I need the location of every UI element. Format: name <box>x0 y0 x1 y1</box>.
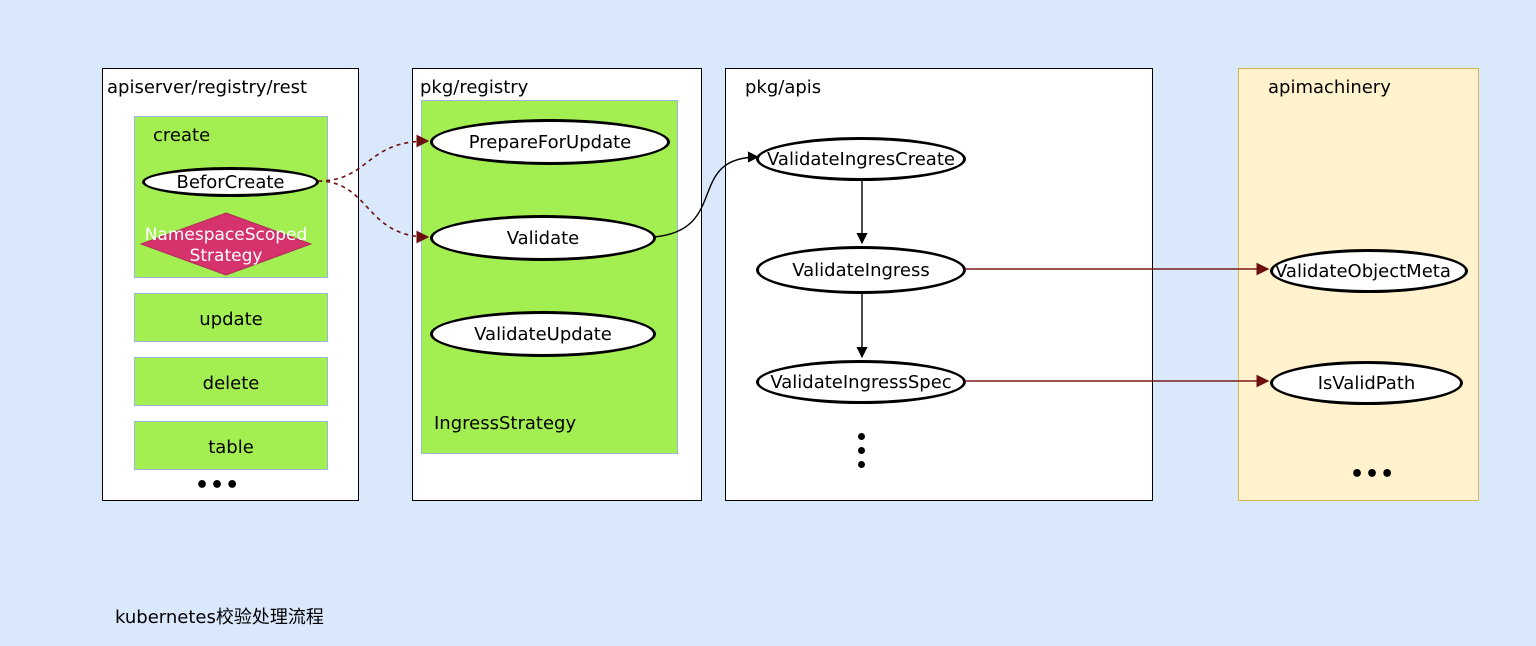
edge-befor-create-to-prepare <box>317 134 430 182</box>
validate-update-node[interactable]: ValidateUpdate <box>430 311 656 357</box>
edge-validate-to-ingres-create <box>653 151 760 238</box>
diagram-caption: kubernetes校验处理流程 <box>115 607 324 628</box>
befor-create-node[interactable]: BeforCreate <box>142 167 319 197</box>
panel-title-apis: pkg/apis <box>745 77 822 98</box>
validate-object-meta-node[interactable]: ValidateObjectMeta <box>1270 249 1468 293</box>
is-valid-path-node[interactable]: IsValidPath <box>1270 361 1463 405</box>
update-block[interactable]: update <box>134 293 328 342</box>
panel-pkg-apis: pkg/apis ValidateIngresCreate ValidateIn… <box>725 68 1153 501</box>
panel-apiserver-registry-rest: apiserver/registry/rest create BeforCrea… <box>102 68 359 501</box>
ingress-strategy-label: IngressStrategy <box>434 413 577 434</box>
panel-pkg-registry: pkg/registry PrepareForUpdate Validate V… <box>412 68 702 501</box>
create-label: create <box>153 125 211 146</box>
validate-ingress-spec-node[interactable]: ValidateIngressSpec <box>756 360 966 404</box>
table-block[interactable]: table <box>134 421 328 470</box>
update-label: update <box>199 309 263 330</box>
validate-ingres-create-node[interactable]: ValidateIngresCreate <box>756 137 966 181</box>
panel-title-registry: pkg/registry <box>420 77 529 98</box>
table-label: table <box>208 437 254 458</box>
namespace-scoped-diamond[interactable] <box>140 212 312 276</box>
apimachinery-more-ellipsis: ••• <box>1350 462 1396 487</box>
namespace-scoped-label: NamespaceScoped Strategy <box>144 225 308 266</box>
validate-node[interactable]: Validate <box>430 215 656 261</box>
rest-more-ellipsis: ••• <box>195 473 241 498</box>
delete-label: delete <box>202 373 260 394</box>
validate-ingress-node[interactable]: ValidateIngress <box>756 246 966 294</box>
apis-more-ellipsis: ⋮ <box>858 433 866 468</box>
edge-befor-create-to-validate <box>317 180 430 244</box>
ingress-strategy-block[interactable]: PrepareForUpdate Validate ValidateUpdate… <box>421 100 678 454</box>
panel-apimachinery: apimachinery ValidateObjectMeta IsValidP… <box>1238 68 1479 501</box>
create-block[interactable]: create BeforCreate NamespaceScoped Strat… <box>134 116 328 278</box>
delete-block[interactable]: delete <box>134 357 328 406</box>
panel-title-apimachinery: apimachinery <box>1268 77 1391 98</box>
panel-title-rest: apiserver/registry/rest <box>107 77 308 98</box>
prepare-for-update-node[interactable]: PrepareForUpdate <box>430 119 670 165</box>
